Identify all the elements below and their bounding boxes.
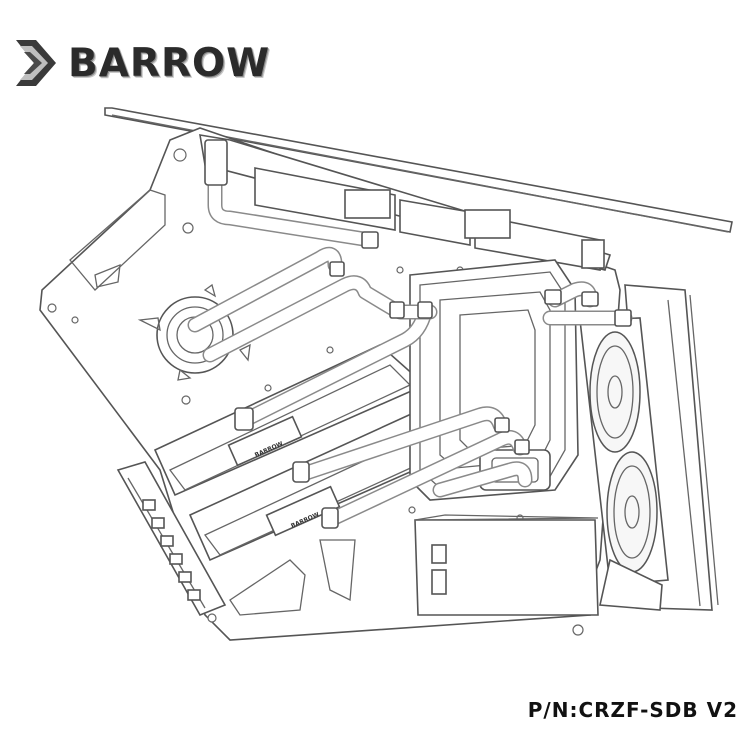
chassis-cutout (229, 559, 306, 616)
barrow-logo-chevron-icon (16, 40, 56, 86)
front-fan-lower (606, 451, 658, 573)
brand-name: BARROW (68, 40, 271, 86)
tube-fittings (204, 139, 632, 529)
front-fan-upper (589, 331, 641, 453)
part-number: P/N:CRZF-SDB V2 (527, 698, 738, 722)
chassis-cutout (94, 263, 121, 288)
power-supply (414, 514, 599, 616)
front-radiator (579, 284, 719, 611)
gpu-bracket (116, 461, 227, 617)
brand-logo: BARROW (14, 38, 270, 88)
top-radiator (199, 134, 612, 271)
chassis-cutout (69, 189, 166, 291)
top-glass-panel (104, 107, 733, 233)
pcie-slot-covers (142, 499, 201, 601)
chassis-cutout (319, 539, 356, 602)
